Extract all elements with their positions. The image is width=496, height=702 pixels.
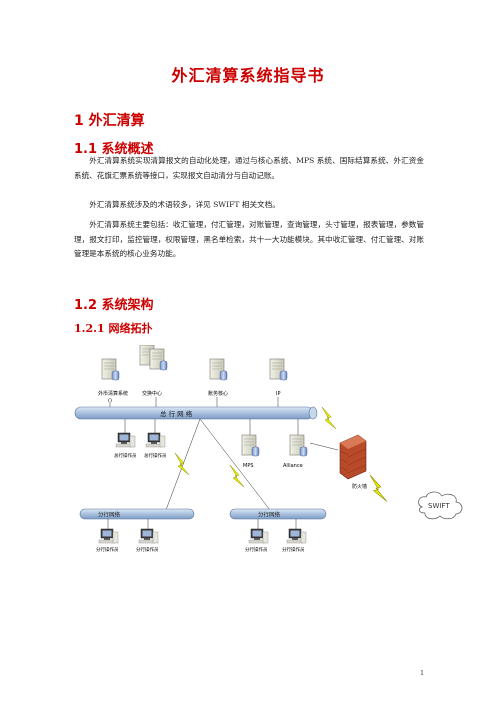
label-hq-operator-2: 总行操作员: [144, 452, 167, 459]
label-firewall: 防火墙: [352, 483, 367, 490]
fx-clearing-server-icon: [101, 358, 120, 381]
heading-system-architecture: 1.2 系统架构: [74, 298, 154, 313]
label-ip-server: IP: [276, 391, 281, 397]
backbone-label: 总 行 网 络: [160, 409, 193, 418]
label-core-accounting: 账务核心: [208, 390, 228, 397]
heading-foreign-exchange-clearing: 1 外汇清算: [74, 113, 145, 129]
branch-operator-pc-icon: [286, 528, 307, 544]
label-swift: SWIFT: [428, 502, 450, 510]
branch-operator-pc-icon: [138, 528, 159, 544]
label-branch-network-1: 分行网络: [98, 511, 121, 519]
link-bolt-icon: [174, 452, 190, 476]
branch-operator-pc-icon: [98, 528, 119, 544]
label-fx-clearing-system-2: (): [108, 398, 112, 404]
label-branch-network-2: 分行网络: [258, 511, 281, 519]
paragraph-overview-1: 外汇清算系统实现清算报文的自动化处理，通过与核心系统、MPS 系统、国际结算系统…: [74, 156, 424, 180]
alliance-server-icon: [289, 434, 308, 457]
branch-network-2: 分行网络: [229, 508, 327, 520]
heading-system-overview: 1.1 系统概述: [74, 142, 154, 157]
link-bolt-icon: [229, 464, 245, 488]
heading-network-topology: 1.2.1 网络拓扑: [74, 322, 153, 335]
paragraph-overview-2: 外汇清算系统涉及的术语较多，详见 SWIFT 相关文档。: [89, 200, 280, 209]
hq-operator-pc-icon: [145, 432, 166, 448]
label-branch-operator-4: 分行操作员: [282, 546, 305, 553]
document-title: 外汇清算系统指导书: [171, 66, 325, 85]
label-exchange-center: 交换中心: [142, 390, 162, 397]
branch-network-1: 分行网络: [79, 508, 195, 520]
ip-server-icon: [269, 358, 288, 381]
exchange-center-server-icon: [139, 345, 168, 371]
core-accounting-server-icon: [209, 358, 228, 381]
label-branch-operator-1: 分行操作员: [96, 546, 119, 553]
label-hq-operator-1: 总行操作员: [114, 452, 137, 459]
mps-server-icon: [241, 434, 260, 457]
paragraph-overview-3: 外汇清算系统主要包括：收汇管理，付汇管理，对账管理，查询管理，头寸管理，报表管理…: [74, 220, 424, 258]
firewall-icon: [339, 434, 367, 480]
branch-operator-pc-icon: [248, 528, 269, 544]
label-mps: MPS: [243, 463, 254, 469]
hq-operator-pc-icon: [115, 432, 136, 448]
link-bolt-icon: [369, 474, 388, 502]
label-branch-operator-2: 分行操作员: [136, 546, 159, 553]
label-branch-operator-3: 分行操作员: [245, 546, 268, 553]
label-fx-clearing-system: 外币清算系统: [98, 390, 128, 397]
headquarters-network-backbone: 总 行 网 络: [74, 406, 318, 420]
swift-cloud-icon: SWIFT: [418, 491, 463, 520]
link-bolt-icon: [321, 406, 337, 430]
label-alliance: Alliance: [283, 463, 303, 469]
page-number: 1: [420, 670, 424, 677]
network-topology-diagram: 外币清算系统 () 交换中心 账务核心 IP 总 行 网 络 总行操作员 总行操…: [74, 345, 463, 553]
